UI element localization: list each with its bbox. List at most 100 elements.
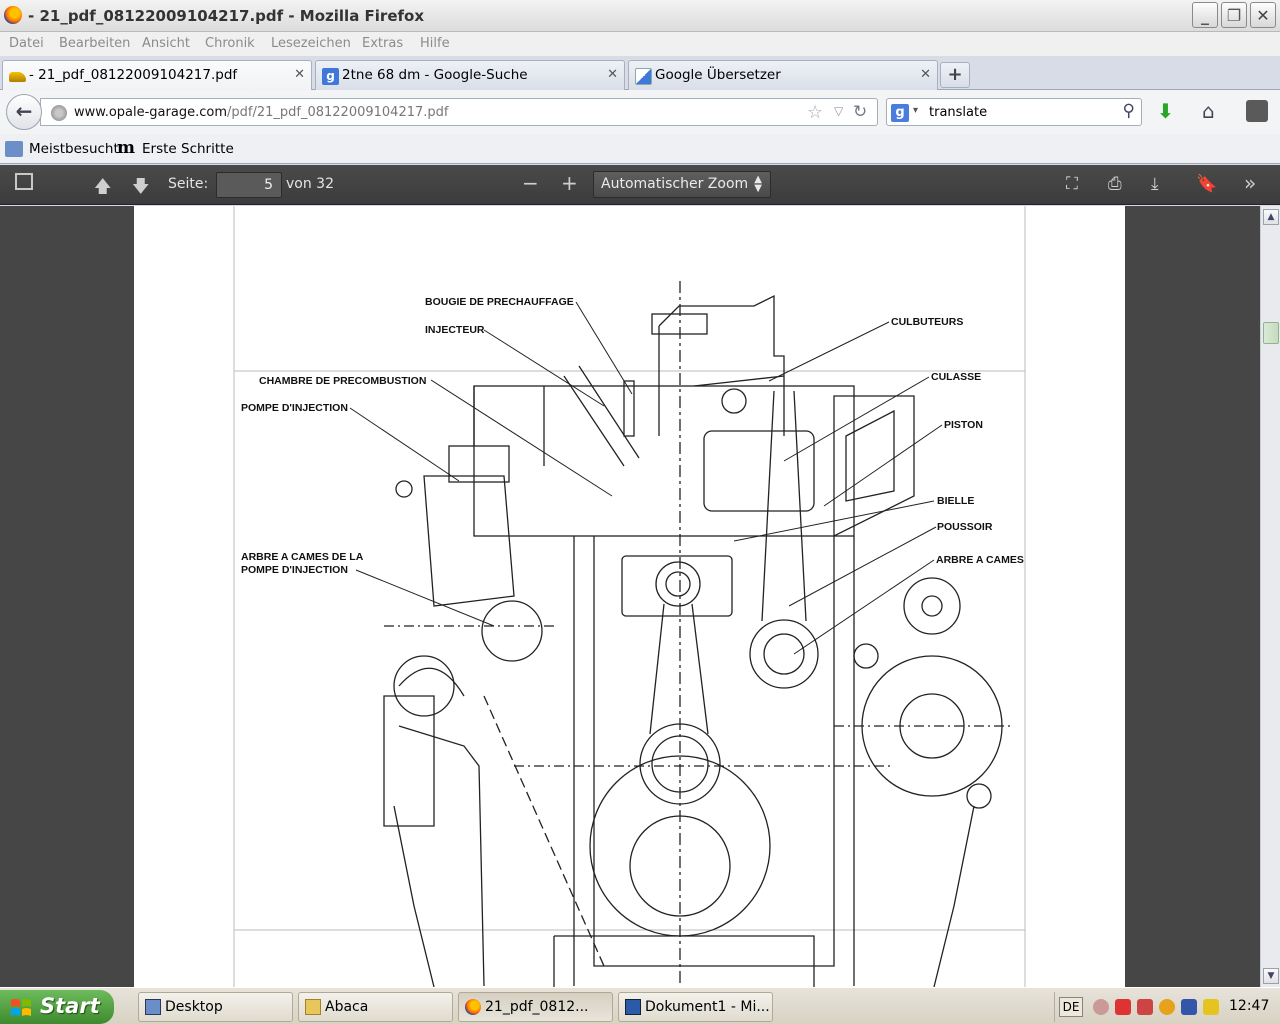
tray-network-icon[interactable] xyxy=(1137,999,1153,1015)
google-engine-icon[interactable]: g xyxy=(891,104,909,122)
url-path: /pdf/21_pdf_08122009104217.pdf xyxy=(227,105,449,120)
new-tab-button[interactable]: + xyxy=(940,62,970,88)
tab-label: Google Übersetzer xyxy=(655,67,781,83)
download-icon[interactable]: ⬇ xyxy=(1157,99,1174,123)
tray-security-icon[interactable] xyxy=(1181,999,1197,1015)
label-bougie: BOUGIE DE PRECHAUFFAGE xyxy=(425,296,574,308)
tab-label: 2tne 68 dm - Google-Suche xyxy=(342,67,528,83)
url-host: www.opale-garage.com xyxy=(74,105,227,120)
menu-hilfe[interactable]: Hilfe xyxy=(420,36,450,51)
bookmarks-toolbar: Meistbesucht m Erste Schritte xyxy=(0,134,1280,164)
taskbar-word[interactable]: Dokument1 - Mi... xyxy=(618,992,773,1022)
reload-icon[interactable]: ↻ xyxy=(853,102,868,122)
tools-chevron-icon[interactable]: » xyxy=(1244,171,1257,195)
label-bielle: BIELLE xyxy=(937,495,974,507)
download-pdf-icon[interactable]: ⤓ xyxy=(1151,174,1159,194)
tab-label: - 21_pdf_08122009104217.pdf xyxy=(29,67,238,83)
scroll-up-icon[interactable]: ▲ xyxy=(1263,209,1279,225)
language-indicator[interactable]: DE xyxy=(1059,997,1083,1017)
desktop-icon xyxy=(145,999,161,1015)
pdf-viewer[interactable]: BOUGIE DE PRECHAUFFAGE INJECTEUR CHAMBRE… xyxy=(0,206,1260,987)
zoom-in-icon[interactable]: + xyxy=(561,171,578,195)
print-icon[interactable]: ⎙ xyxy=(1108,174,1122,194)
addon-mask-icon[interactable] xyxy=(1246,100,1268,122)
window-titlebar[interactable]: - 21_pdf_08122009104217.pdf - Mozilla Fi… xyxy=(0,0,1280,32)
menu-bearbeiten[interactable]: Bearbeiten xyxy=(59,36,131,51)
first-steps-icon: m xyxy=(117,138,135,158)
url-bar[interactable]: www.opale-garage.com/pdf/21_pdf_08122009… xyxy=(40,98,878,126)
label-chambre: CHAMBRE DE PRECOMBUSTION xyxy=(259,375,426,387)
select-arrows-icon: ▲▼ xyxy=(754,174,762,194)
next-page-icon[interactable]: 🡇 xyxy=(132,177,150,197)
translate-icon xyxy=(635,68,652,85)
tab-close-icon[interactable]: ✕ xyxy=(920,67,931,82)
bookmark-icon[interactable]: 🔖 xyxy=(1196,174,1218,194)
tab-google-translate[interactable]: Google Übersetzer ✕ xyxy=(628,60,938,90)
history-dropdown-icon[interactable]: ▽ xyxy=(834,104,844,118)
scrollbar-thumb[interactable] xyxy=(1263,322,1279,344)
label-culbuteurs: CULBUTEURS xyxy=(891,316,963,328)
label-poussoir: POUSSOIR xyxy=(937,521,993,533)
page-number-input[interactable]: 5 xyxy=(216,172,282,198)
start-button[interactable]: Start xyxy=(0,990,114,1024)
tab-google-search[interactable]: g 2tne 68 dm - Google-Suche ✕ xyxy=(315,60,625,90)
firefox-icon xyxy=(465,999,481,1015)
back-button[interactable]: ← xyxy=(6,94,42,130)
search-bar[interactable]: g ▾ translate ⚲ xyxy=(886,98,1142,126)
window-title: - 21_pdf_08122009104217.pdf - Mozilla Fi… xyxy=(28,7,425,25)
taskbar: Start Desktop Abaca 21_pdf_0812... Dokum… xyxy=(0,987,1280,1024)
scroll-down-icon[interactable]: ▼ xyxy=(1263,968,1279,984)
folder-icon xyxy=(305,999,321,1015)
tray-update-icon[interactable] xyxy=(1159,999,1175,1015)
most-visited-icon xyxy=(5,141,23,157)
windows-flag-icon xyxy=(11,999,31,1016)
bookmark-star-icon[interactable]: ☆ xyxy=(807,102,824,123)
fullscreen-icon[interactable]: ⛶ xyxy=(1066,174,1078,194)
tab-close-icon[interactable]: ✕ xyxy=(607,67,618,82)
taskbar-label: Dokument1 - Mi... xyxy=(645,999,770,1015)
bookmark-erste-schritte[interactable]: Erste Schritte xyxy=(142,141,234,157)
tray-arrow-icon[interactable] xyxy=(1093,999,1109,1015)
tab-pdf[interactable]: - 21_pdf_08122009104217.pdf ✕ xyxy=(2,60,312,91)
home-icon[interactable]: ⌂ xyxy=(1202,99,1215,123)
tray-antivirus-icon[interactable] xyxy=(1115,999,1131,1015)
minimize-button[interactable]: _ xyxy=(1192,2,1218,28)
tray-messenger-icon[interactable] xyxy=(1203,999,1219,1015)
system-tray: DE 12:47 xyxy=(1054,992,1280,1022)
label-piston: PISTON xyxy=(944,419,983,431)
url-text: www.opale-garage.com/pdf/21_pdf_08122009… xyxy=(74,105,448,120)
search-input[interactable]: translate xyxy=(929,105,988,120)
vertical-scrollbar[interactable]: ▲ ▼ xyxy=(1260,206,1280,987)
previous-page-icon[interactable]: 🡅 xyxy=(94,177,112,197)
taskbar-label: Desktop xyxy=(165,999,223,1015)
search-icon[interactable]: ⚲ xyxy=(1122,101,1135,121)
label-arbre-pompe-2: POMPE D'INJECTION xyxy=(241,564,348,576)
menu-ansicht[interactable]: Ansicht xyxy=(142,36,191,51)
tab-close-icon[interactable]: ✕ xyxy=(294,67,305,82)
menu-datei[interactable]: Datei xyxy=(9,36,44,51)
taskbar-firefox[interactable]: 21_pdf_0812... xyxy=(458,992,613,1022)
word-icon xyxy=(625,999,641,1015)
menu-bar: Datei Bearbeiten Ansicht Chronik Lesezei… xyxy=(0,32,1280,56)
close-button[interactable]: ✕ xyxy=(1250,2,1276,28)
menu-extras[interactable]: Extras xyxy=(362,36,404,51)
sidebar-toggle-icon[interactable] xyxy=(15,173,33,190)
label-culasse: CULASSE xyxy=(931,371,981,383)
firefox-icon xyxy=(4,6,22,24)
menu-chronik[interactable]: Chronik xyxy=(205,36,255,51)
taskbar-desktop[interactable]: Desktop xyxy=(138,992,293,1022)
bookmark-meistbesucht[interactable]: Meistbesucht xyxy=(29,141,119,157)
taskbar-abaca[interactable]: Abaca xyxy=(298,992,453,1022)
page-total: von 32 xyxy=(286,176,334,192)
taskbar-label: Abaca xyxy=(325,999,369,1015)
navigation-bar: www.opale-garage.com/pdf/21_pdf_08122009… xyxy=(0,90,1280,134)
car-icon xyxy=(9,72,26,82)
engine-dropdown-icon[interactable]: ▾ xyxy=(913,105,919,116)
clock: 12:47 xyxy=(1229,998,1270,1014)
engine-cross-section-diagram: BOUGIE DE PRECHAUFFAGE INJECTEUR CHAMBRE… xyxy=(233,206,1026,987)
label-injecteur: INJECTEUR xyxy=(425,324,485,336)
maximize-button[interactable]: ❐ xyxy=(1221,2,1247,28)
zoom-out-icon[interactable]: − xyxy=(522,171,539,195)
zoom-select[interactable]: Automatischer Zoom ▲▼ xyxy=(593,171,771,198)
menu-lesezeichen[interactable]: Lesezeichen xyxy=(271,36,351,51)
